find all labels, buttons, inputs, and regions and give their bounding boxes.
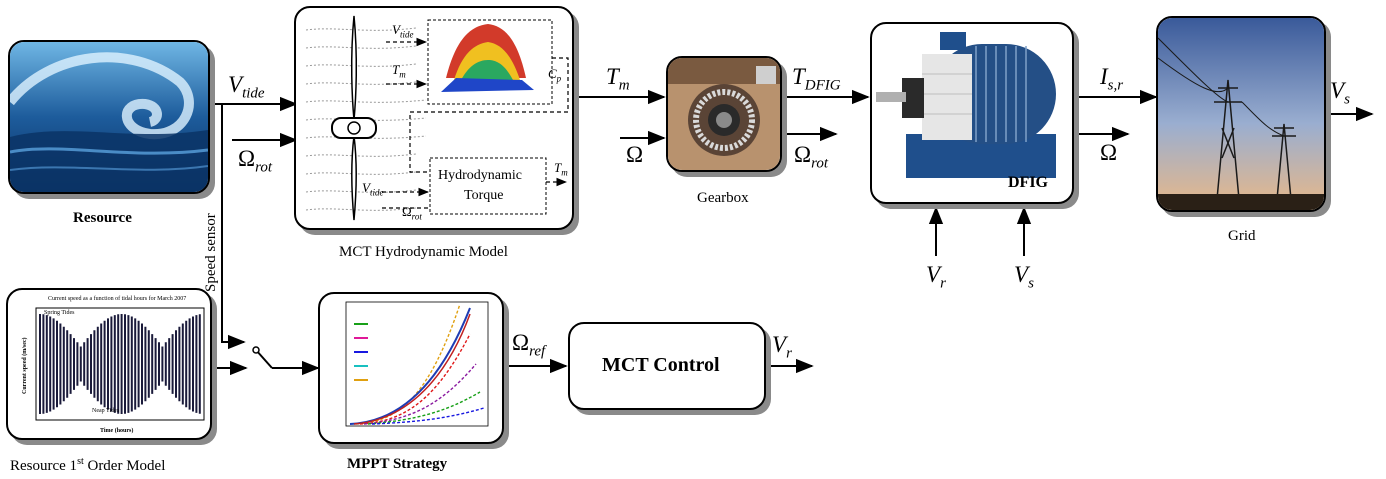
label-omega-out: Ω [1100,140,1118,165]
gearbox-box [666,56,782,172]
switch-pivot [252,346,260,354]
label-omega-ref: Ωref [512,330,546,360]
tidal-xlabel: Time (hours) [100,428,134,434]
mct-control-box: MCT Control [568,322,766,410]
gearbox-caption: Gearbox [697,190,749,206]
dfig-box: DFIG [870,22,1074,204]
wire-speed-sensor [221,104,246,350]
label-omega-gear: Ω [626,142,644,167]
switch-blade [255,349,273,369]
hydro-torque-line2: Torque [464,188,504,203]
inset-cp-label: Cp [548,66,562,84]
grid-caption: Grid [1228,228,1256,244]
ocean-wave-image [10,42,208,192]
hydro-model-box: Vtide Tm Cp Hydrodynamic Torque Tm Vtide… [294,6,574,230]
label-vtide-in: Vtide [228,72,265,102]
label-tdfig: TDFIG [792,64,841,94]
mppt-curves-plot [345,301,489,427]
tidal-neap-label: Neap Tides [92,408,120,414]
label-vr-in: Vr [926,262,946,292]
inset-tm-label: Tm [392,62,406,80]
label-vs-in: Vs [1014,262,1034,292]
label-omega-rot-mid: Ωrot [794,142,829,172]
mppt-box [318,292,504,444]
grid-box [1156,16,1326,212]
inset-omega-label: Ωrot [402,204,422,222]
resource-model-caption: Resource 1st Order Model [10,456,166,474]
label-omega-rot-in: Ωrot [238,146,273,176]
gearbox-image [668,58,780,170]
resource-box [8,40,210,194]
power-lines-image [1158,18,1324,210]
hydro-torque-line1: Hydrodynamic [438,168,522,183]
tidal-plot-title: Current speed as a function of tidal hou… [48,296,187,302]
speed-sensor-label: Speed sensor [203,213,219,292]
label-tm: Tm [606,64,630,94]
label-isr: Is,r [1100,64,1124,94]
dfig-label: DFIG [1008,174,1048,191]
mct-control-label: MCT Control [602,354,720,376]
label-vs-out: Vs [1330,78,1350,108]
tidal-ylabel: Current speed (m/sec) [22,337,28,394]
tidal-speed-plot [35,307,205,421]
hydro-model-caption: MCT Hydrodynamic Model [339,244,508,260]
inset-vtide2-label: Vtide [362,180,384,198]
inset-tm-out-label: Tm [554,160,568,178]
resource-model-box: Current speed as a function of tidal hou… [6,288,212,440]
tidal-spring-label: Spring Tides [44,310,75,316]
label-vr-out: Vr [772,332,792,362]
resource-caption: Resource [73,210,132,226]
mppt-caption: MPPT Strategy [347,456,448,472]
inset-vtide-label: Vtide [392,22,414,40]
dfig-motor-image [876,32,1056,178]
turbine-streamlines-image [305,15,569,221]
